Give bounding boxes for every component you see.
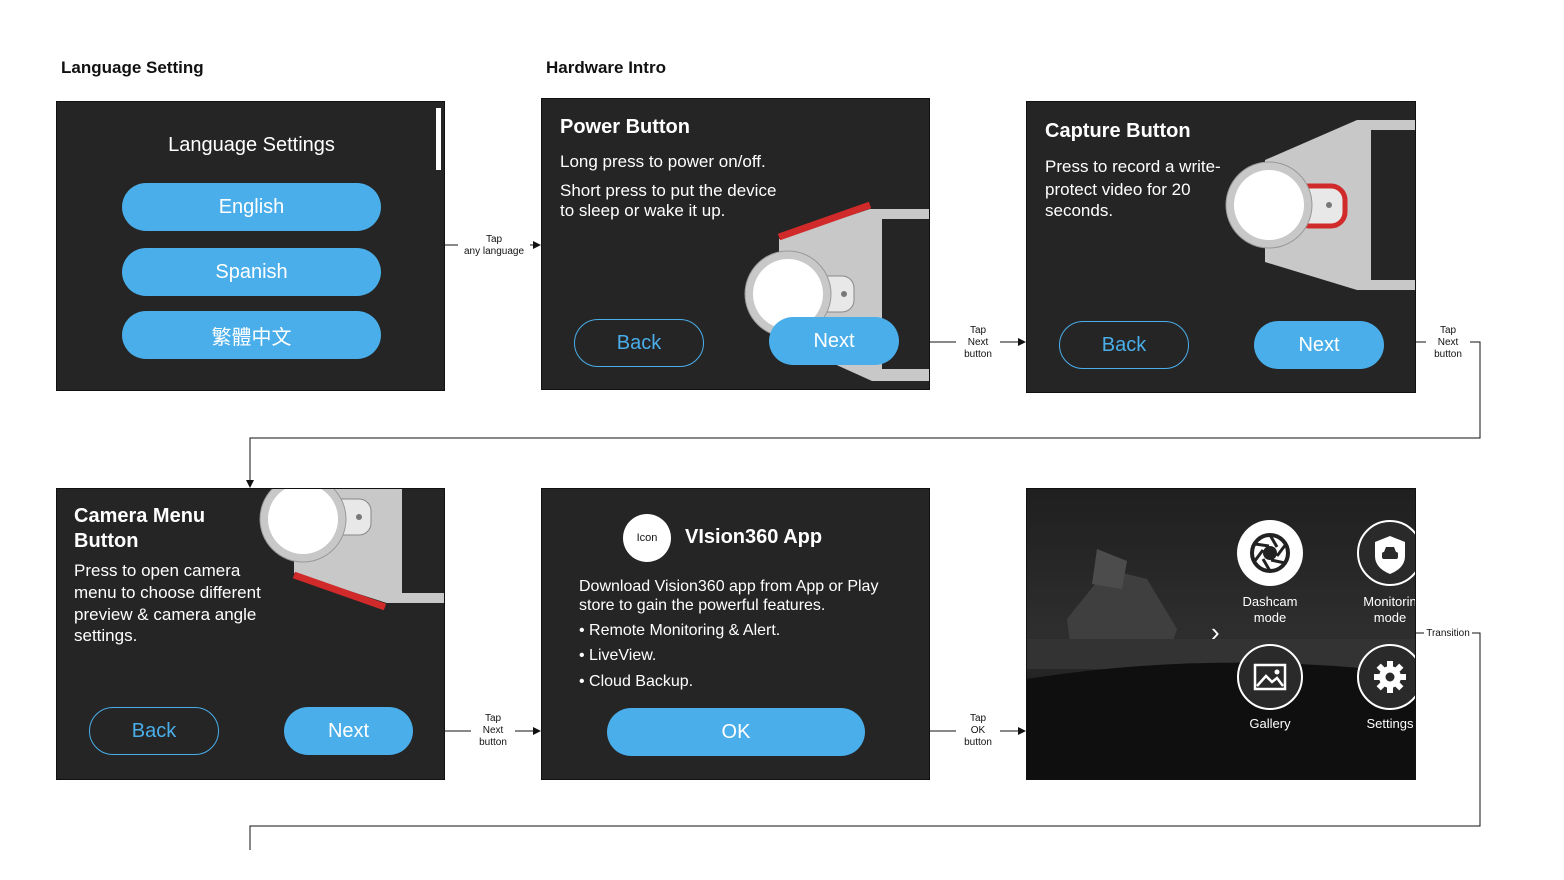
- device-illustration-camera-menu: [259, 489, 444, 611]
- back-button[interactable]: Back: [574, 319, 704, 367]
- back-button[interactable]: Back: [89, 707, 219, 755]
- camera-menu-line4: settings.: [74, 626, 138, 645]
- camera-menu-line2: menu to choose different: [74, 583, 261, 602]
- back-button[interactable]: Back: [1059, 321, 1189, 369]
- camera-menu-line1: Press to open camera: [74, 561, 241, 580]
- capture-button-screen: Capture Button Press to record a write- …: [1026, 101, 1416, 393]
- hardware-intro-section-title: Hardware Intro: [546, 58, 666, 77]
- shield-car-icon: [1375, 536, 1405, 574]
- chevron-right-icon[interactable]: ›: [1211, 617, 1220, 647]
- power-button-title: Power Button: [560, 116, 690, 138]
- capture-button-line1: Press to record a write-: [1045, 157, 1221, 176]
- scrollbar[interactable]: [436, 108, 441, 170]
- gallery-button[interactable]: [1237, 644, 1303, 710]
- capture-button-line2: protect video for 20: [1045, 180, 1191, 199]
- power-button-line2b: to sleep or wake it up.: [560, 201, 726, 220]
- power-button-screen: Power Button Long press to power on/off.…: [541, 98, 930, 390]
- ok-button[interactable]: OK: [607, 708, 865, 756]
- camera-menu-line3: preview & camera angle: [74, 605, 257, 624]
- next-button[interactable]: Next: [769, 317, 899, 365]
- app-description-line2: store to gain the powerful features.: [579, 597, 826, 614]
- language-option-english[interactable]: English: [122, 183, 381, 231]
- vision360-app-screen: Icon VIsion360 App Download Vision360 ap…: [541, 488, 930, 780]
- app-title: VIsion360 App: [685, 526, 823, 548]
- feature-bullet: • Cloud Backup.: [579, 673, 694, 690]
- power-button-line2a: Short press to put the device: [560, 181, 777, 200]
- language-settings-screen: Language Settings English Spanish 繁體中文: [56, 101, 445, 391]
- camera-preview-background: [1027, 489, 1415, 779]
- camera-menu-title-line2: Button: [74, 530, 139, 552]
- power-button-line1: Long press to power on/off.: [560, 152, 766, 171]
- capture-button-title: Capture Button: [1045, 120, 1191, 142]
- camera-menu-button-screen: Camera Menu Button Press to open camera …: [56, 488, 445, 780]
- feature-bullet: • LiveView.: [579, 647, 657, 664]
- next-button[interactable]: Next: [1254, 321, 1384, 369]
- gallery-label: Gallery: [1249, 716, 1291, 731]
- language-option-traditional-chinese[interactable]: 繁體中文: [122, 311, 381, 359]
- feature-bullet: • Remote Monitoring & Alert.: [579, 622, 781, 639]
- camera-shutter-icon: [1250, 533, 1290, 573]
- language-settings-title: Language Settings: [168, 134, 335, 156]
- monitoring-mode-button[interactable]: [1357, 520, 1415, 586]
- capture-button-line3: seconds.: [1045, 201, 1114, 220]
- language-setting-section-title: Language Setting: [61, 58, 204, 77]
- gear-icon: [1374, 661, 1406, 693]
- arrow-label-transition: Transition: [1424, 628, 1472, 640]
- next-button[interactable]: Next: [284, 707, 413, 755]
- dashcam-mode-button[interactable]: [1237, 520, 1303, 586]
- device-illustration-capture: [1225, 120, 1415, 290]
- settings-label: Settings: [1366, 716, 1414, 731]
- app-icon: Icon: [623, 514, 671, 562]
- camera-menu-title-line1: Camera Menu: [74, 505, 206, 527]
- image-gallery-icon: [1253, 663, 1287, 691]
- settings-button[interactable]: [1357, 644, 1415, 710]
- app-description-line1: Download Vision360 app from App or Play: [579, 578, 879, 595]
- language-option-spanish[interactable]: Spanish: [122, 248, 381, 296]
